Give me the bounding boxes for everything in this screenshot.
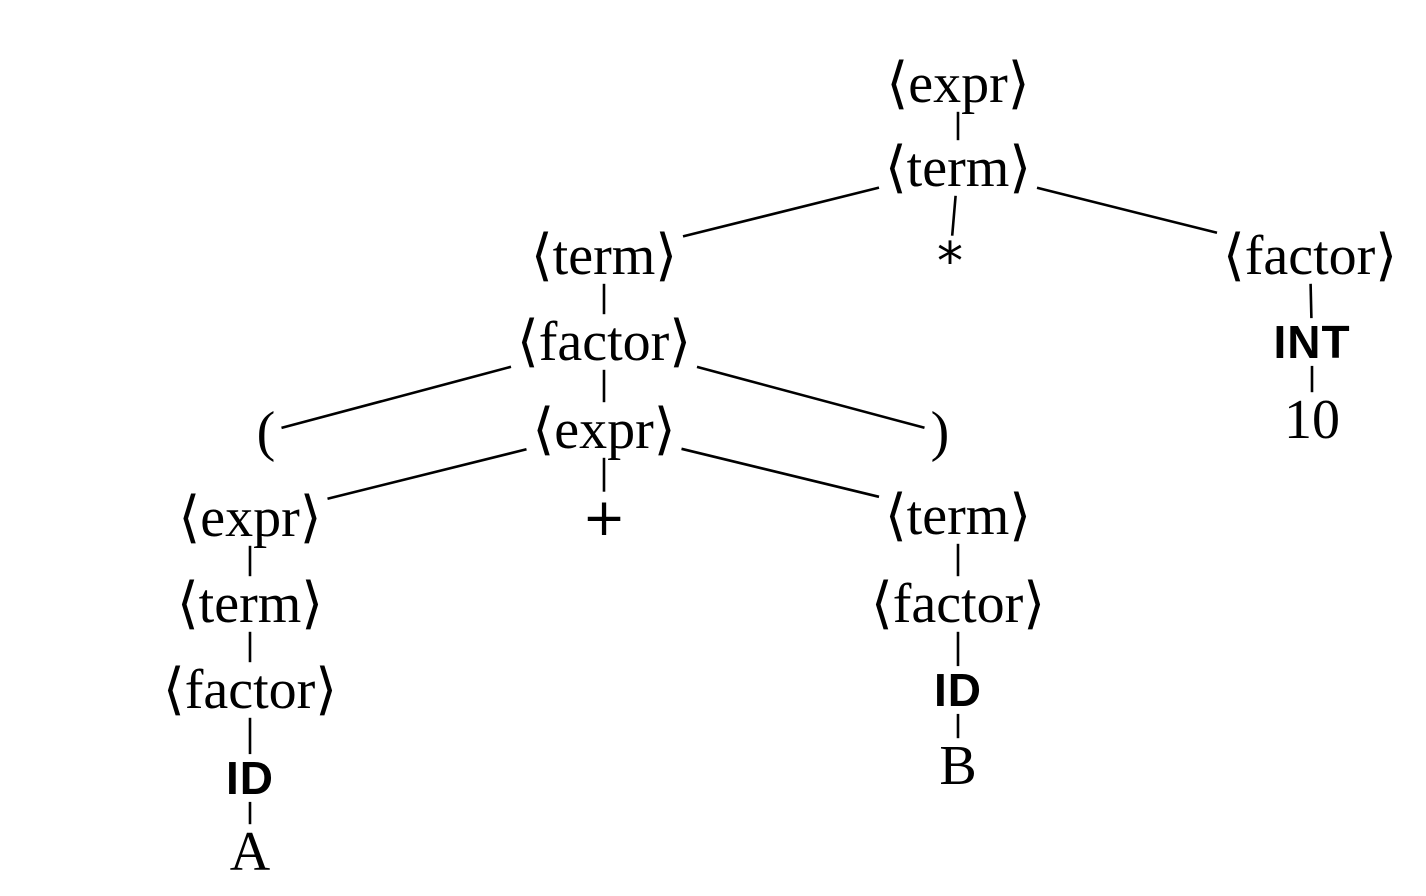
tree-edges bbox=[248, 111, 1314, 825]
tree-edge bbox=[696, 365, 925, 430]
node-expr-root: ⟨expr⟩ bbox=[886, 53, 1030, 115]
node-rparen: ) bbox=[930, 401, 950, 463]
node-lparen: ( bbox=[256, 401, 276, 463]
node-multiply: * bbox=[937, 232, 963, 292]
node-plus: + bbox=[582, 488, 626, 548]
node-factor-paren: ⟨factor⟩ bbox=[516, 311, 692, 373]
tree-edge bbox=[950, 195, 957, 236]
tree-edge bbox=[1036, 186, 1218, 235]
node-factor-b: ⟨factor⟩ bbox=[870, 573, 1046, 635]
node-id-value-a: A bbox=[229, 821, 271, 883]
tree-edge bbox=[327, 448, 527, 500]
node-id-token-a: ID bbox=[226, 752, 274, 804]
node-term-root: ⟨term⟩ bbox=[884, 137, 1032, 199]
node-id-token-b: ID bbox=[934, 664, 982, 716]
node-id-value-b: B bbox=[939, 735, 977, 797]
node-term-a: ⟨term⟩ bbox=[176, 573, 324, 635]
node-factor-right: ⟨factor⟩ bbox=[1222, 225, 1398, 287]
tree-edge bbox=[682, 186, 880, 238]
tree-edge bbox=[1309, 283, 1313, 319]
node-int-value: 10 bbox=[1284, 389, 1340, 451]
node-factor-a: ⟨factor⟩ bbox=[162, 659, 338, 721]
node-expr-inner: ⟨expr⟩ bbox=[532, 399, 676, 461]
node-expr-left: ⟨expr⟩ bbox=[178, 487, 322, 549]
node-term-b: ⟨term⟩ bbox=[884, 485, 1032, 547]
node-term-left: ⟨term⟩ bbox=[530, 225, 678, 287]
tree-edge bbox=[681, 447, 880, 499]
tree-edge bbox=[281, 365, 512, 430]
node-int-token: INT bbox=[1273, 316, 1351, 368]
